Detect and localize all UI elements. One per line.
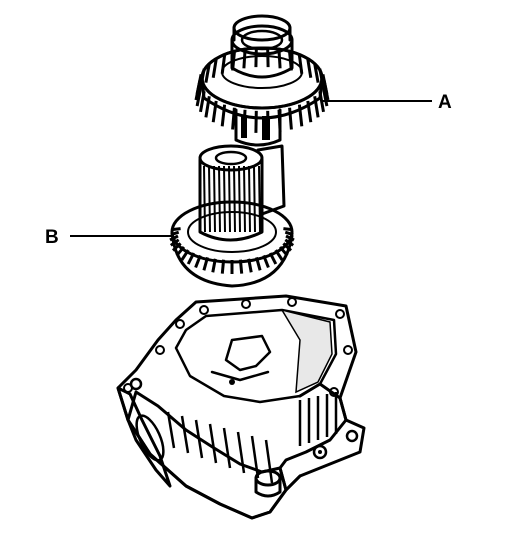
case-ribbing bbox=[166, 392, 338, 484]
callout-b: B bbox=[45, 227, 172, 248]
upper-gear bbox=[194, 14, 330, 147]
callout-a: A bbox=[322, 92, 452, 113]
transmission-case bbox=[116, 294, 366, 520]
callout-label-b: B bbox=[45, 227, 59, 248]
case-bolt-holes bbox=[123, 297, 353, 397]
cluster-gear bbox=[169, 144, 295, 288]
cluster-gear-splines bbox=[203, 165, 261, 233]
callout-label-a: A bbox=[438, 92, 452, 113]
